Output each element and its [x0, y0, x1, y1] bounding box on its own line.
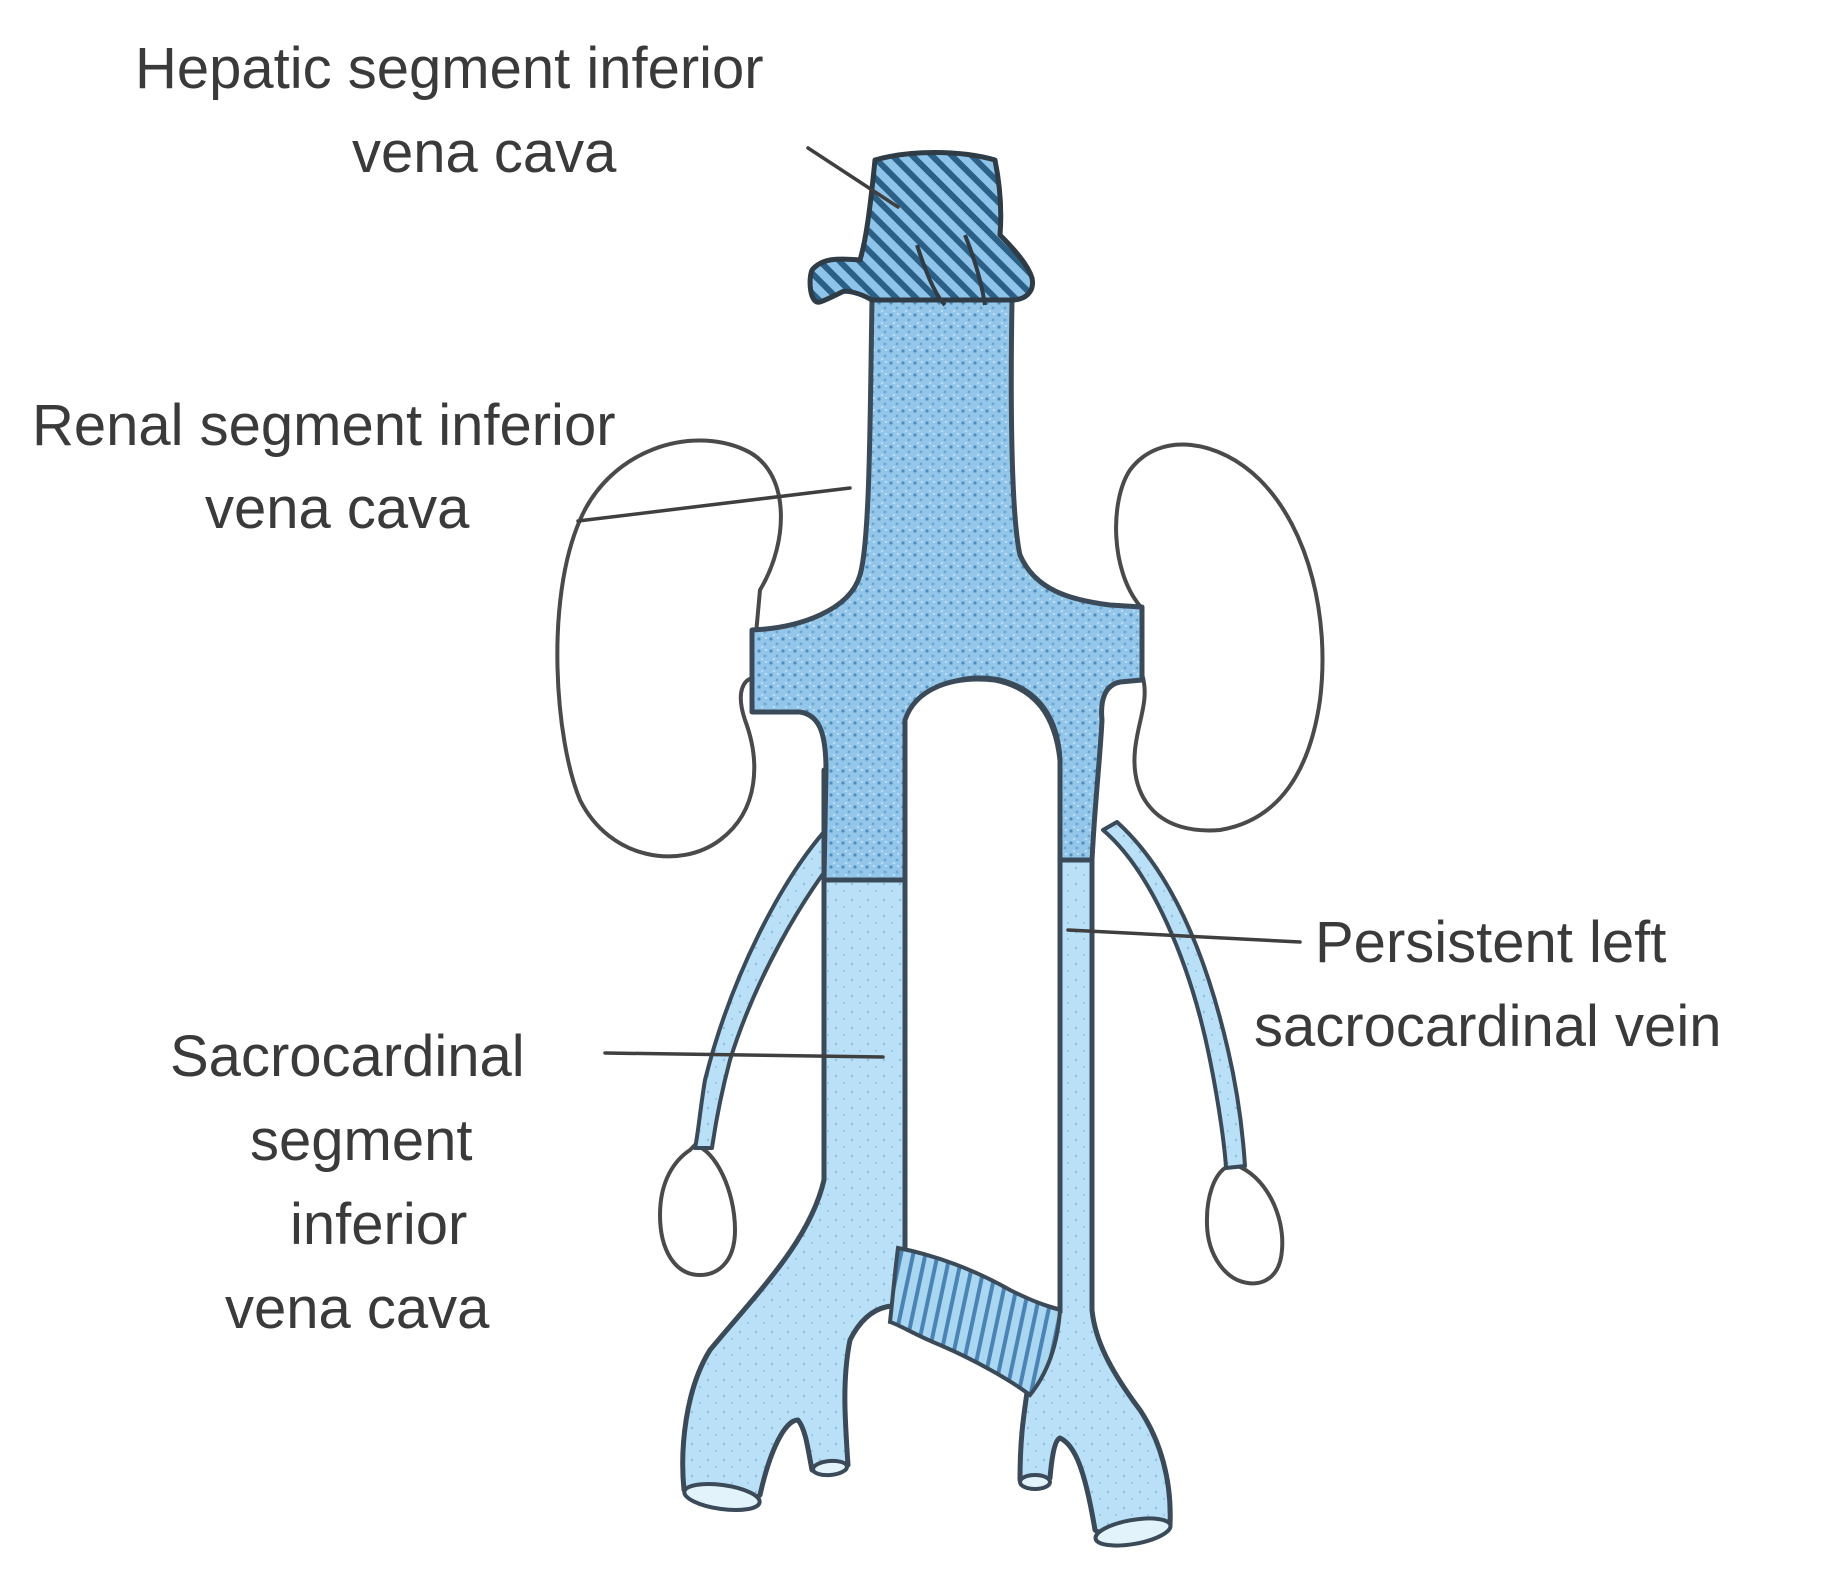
left-common-iliac-cut [1093, 1516, 1173, 1548]
label-hepatic-line1: Hepatic segment inferior [135, 36, 764, 101]
right-internal-iliac-cut [811, 1458, 849, 1478]
right-gonadal-vein [1101, 820, 1247, 1170]
label-persistent-left-line1: Persistent left [1315, 910, 1666, 975]
leader-hepatic [806, 146, 900, 209]
label-hepatic-line2: vena cava [352, 120, 617, 185]
label-persistent-left-line2: sacrocardinal vein [1254, 994, 1721, 1059]
hepatic-vein-division [915, 234, 987, 307]
leader-sacrocardinal [603, 1051, 885, 1059]
label-sacrocardinal-line2: segment [250, 1108, 472, 1173]
left-internal-iliac-cut [1018, 1473, 1052, 1491]
label-renal-line2: vena cava [205, 476, 470, 541]
leader-persistent-left [1066, 928, 1302, 944]
right-common-iliac-cut [682, 1481, 762, 1513]
leader-renal [576, 486, 852, 523]
label-sacrocardinal-line4: vena cava [225, 1276, 490, 1341]
label-renal-line1: Renal segment inferior [32, 393, 616, 458]
right-kidney [1114, 442, 1325, 833]
left-gonad [657, 1142, 738, 1278]
label-sacrocardinal-line1: Sacrocardinal [170, 1024, 525, 1089]
right-gonad [1204, 1162, 1285, 1286]
intervenous-space [902, 676, 1063, 1314]
left-kidney [555, 438, 783, 859]
label-sacrocardinal-line3: inferior [290, 1192, 467, 1257]
iliac-anastomosis [887, 1245, 1063, 1398]
hepatic-segment-ivc [807, 150, 1036, 305]
